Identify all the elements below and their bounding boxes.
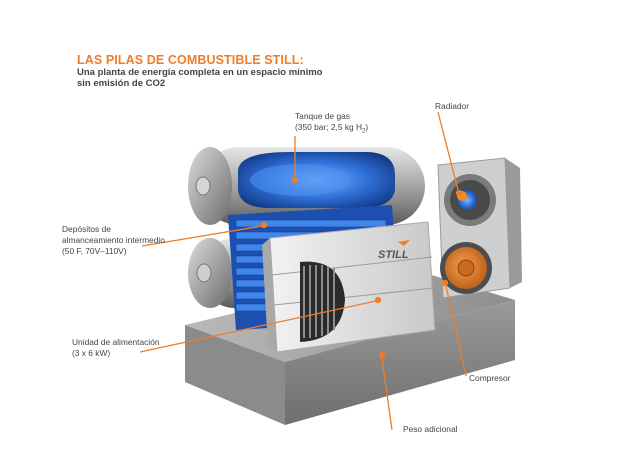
page-subtitle: Una planta de energía completa en un esp…	[77, 67, 337, 89]
label-radiator: Radiador	[435, 101, 469, 111]
gas-tank	[188, 147, 425, 225]
subtitle-line-1: Una planta de energía completa en un esp…	[77, 67, 323, 78]
leader-lines	[139, 111, 467, 431]
label-buffer-storage: Depósitos de almanceamiento intermedio (…	[62, 224, 165, 256]
label-gas-tank: Tanque de gas (350 bar; 2,5 kg H2)	[295, 111, 369, 135]
still-logo: STILL	[378, 249, 409, 261]
page-title: LAS PILAS DE COMBUSTIBLE STILL:	[77, 53, 304, 67]
label-compressor: Compresor	[469, 373, 511, 383]
power-unit: STILL	[262, 221, 436, 353]
label-extra-weight: Peso adicional	[403, 424, 458, 434]
subtitle-line-2: sin emisión de CO2	[77, 78, 166, 89]
compressor	[440, 242, 492, 294]
label-power-unit: Unidad de alimentación (3 x 6 kW)	[72, 337, 160, 358]
